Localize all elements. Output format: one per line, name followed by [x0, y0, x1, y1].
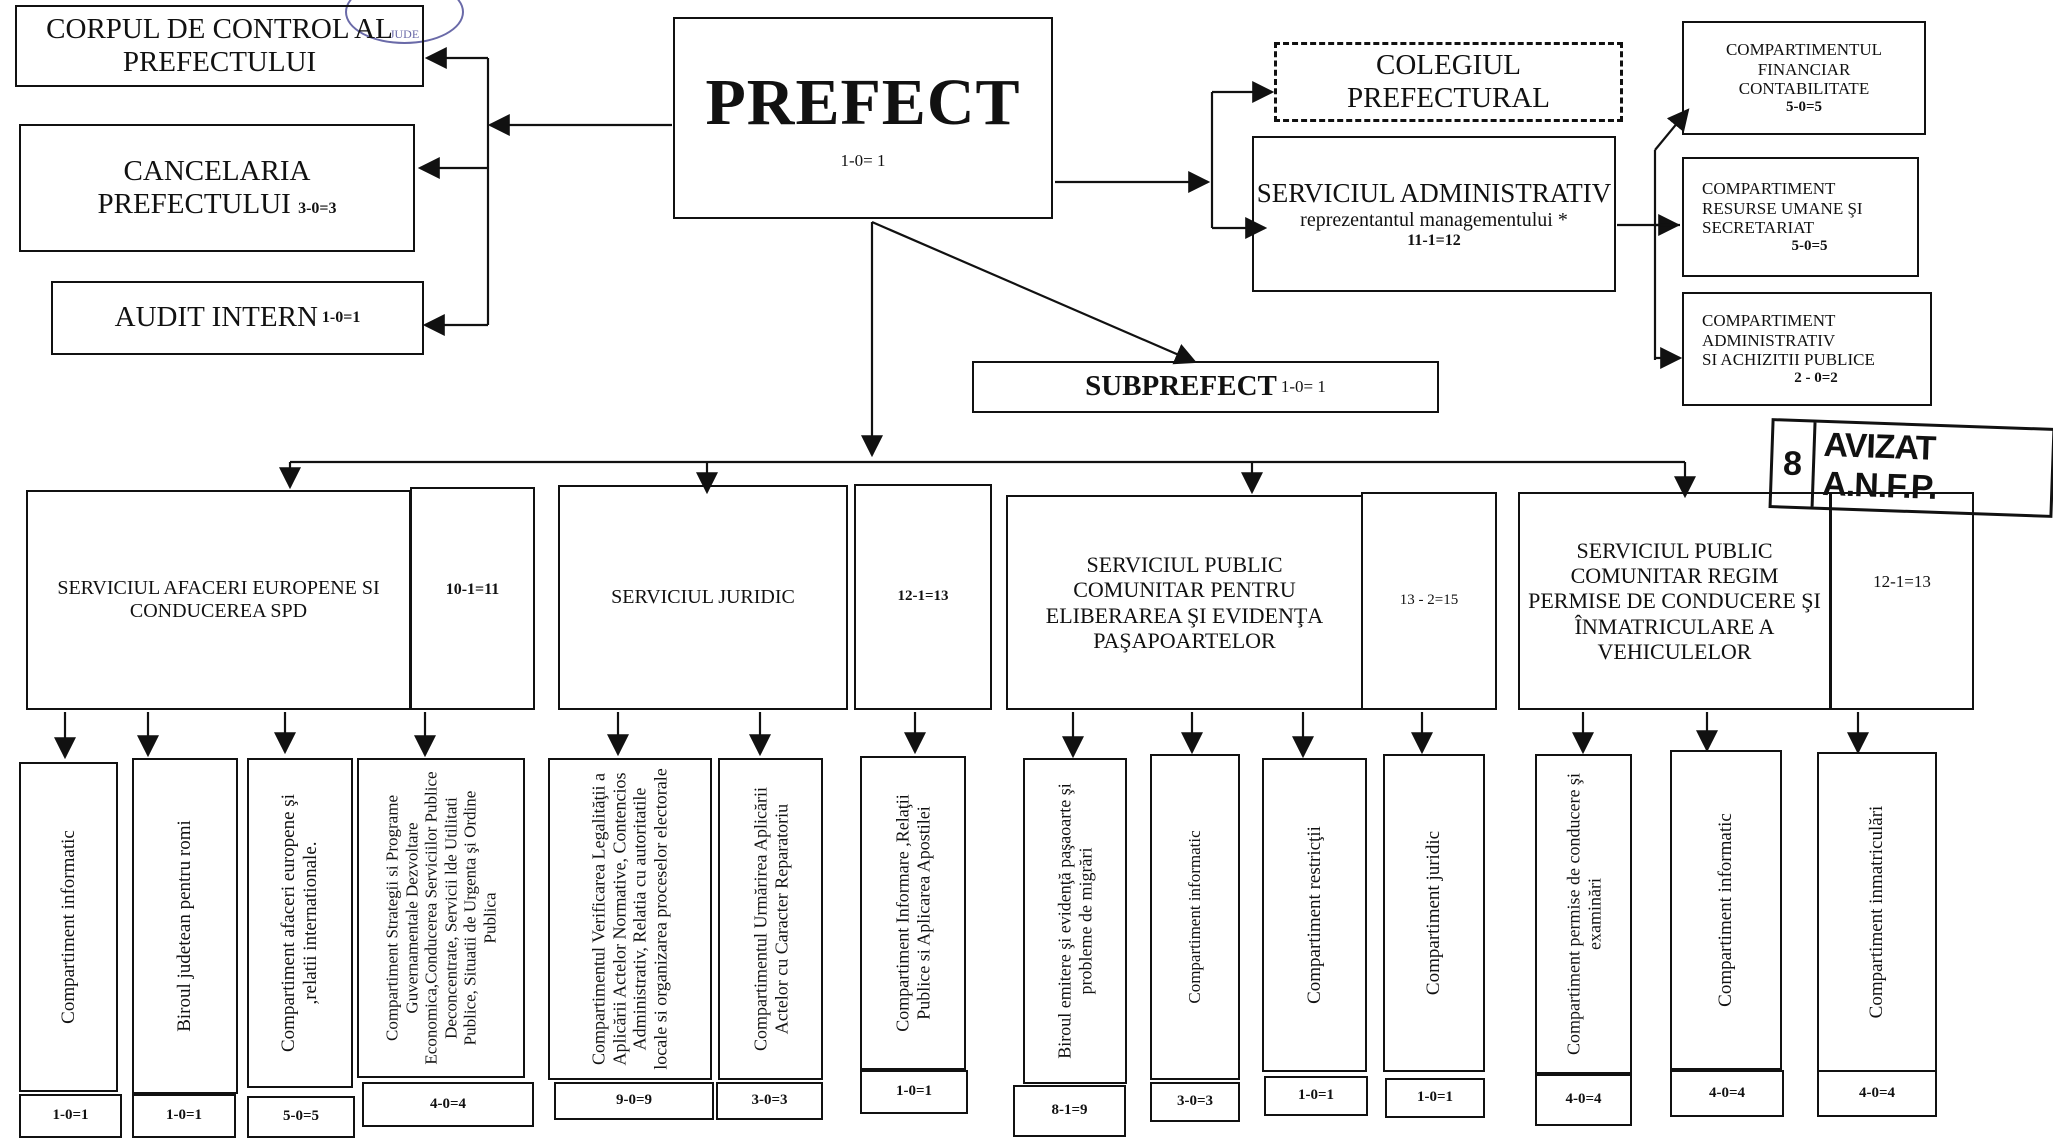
compartment-informatic-1: Compartiment informatic [19, 762, 118, 1092]
financiar-line1: COMPARTIMENTUL [1725, 40, 1883, 60]
compartment-informatic-3-count-box: 4-0=4 [1670, 1070, 1784, 1117]
compartment-informatic-1-count-box: 1-0=1 [19, 1094, 122, 1138]
colegiul-line2: PREFECTURAL [1346, 82, 1551, 114]
compartment-permise: Compartiment permise de conducere şi exa… [1535, 754, 1632, 1074]
prefect-title: PREFECT [705, 66, 1021, 140]
compartment-verificarea-legalitatii-count-box: 9-0=9 [554, 1082, 714, 1120]
compartment-informatic-3: Compartiment informatic [1670, 750, 1782, 1070]
financiar-count: 5-0=5 [1785, 98, 1823, 115]
compartment-informatic-2-count-box: 3-0=3 [1150, 1082, 1240, 1122]
service-pasapoarte-box: SERVICIUL PUBLIC COMUNITAR PENTRU ELIBER… [1006, 495, 1363, 710]
serviciul-administrativ-box: SERVICIUL ADMINISTRATIV reprezentantul m… [1252, 136, 1616, 292]
compartment-afaceri-europene-count-box: 5-0=5 [247, 1096, 355, 1138]
serviciul-admin-line1: SERVICIUL ADMINISTRATIV [1256, 177, 1612, 208]
compartment-biroul-emitere: Biroul emitere şi evidenţă paşaoarte şi … [1023, 758, 1127, 1084]
compartment-afaceri-europene: Compartiment afaceri europene şi ,relati… [247, 758, 353, 1088]
compartment-restrictii-count-box: 1-0=1 [1264, 1076, 1368, 1116]
achizitii-line1: COMPARTIMENT [1702, 311, 1836, 331]
service-afaceri-europene-count-box: 10-1=11 [410, 487, 535, 710]
prefect-count: 1-0= 1 [840, 151, 886, 171]
compartiment-resurse-umane-box: COMPARTIMENT RESURSE UMANE ŞI SECRETARIA… [1682, 157, 1919, 277]
resurse-line1: COMPARTIMENT [1702, 179, 1836, 199]
compartment-informatic-2: Compartiment informatic [1150, 754, 1240, 1080]
resurse-line2: RESURSE UMANE ŞI [1702, 198, 1863, 218]
cancelaria-line2: PREFECTULUI [97, 188, 291, 220]
compartment-juridic: Compartiment juridic [1383, 754, 1485, 1072]
service-permise-count: 12-1=13 [1873, 572, 1931, 591]
corpul-line1: CORPUL DE CONTROL AL [46, 12, 393, 45]
achizitii-count: 2 - 0=2 [1794, 369, 1838, 386]
corpul-control-box: CORPUL DE CONTROL AL PREFECTULUI [15, 5, 424, 87]
serviciul-admin-line2: reprezentantul managementului * [1300, 208, 1568, 231]
compartment-inmatriculari: Compartiment inmatriculări [1817, 752, 1937, 1072]
service-juridic-box: SERVICIUL JURIDIC [558, 485, 848, 710]
compartment-verificarea-legalitatii: Compartimentul Verificarea Legalităţii a… [548, 758, 712, 1080]
audit-count: 1-0=1 [321, 309, 361, 326]
compartment-inmatriculari-count-box: 4-0=4 [1817, 1070, 1937, 1117]
compartment-restrictii: Compartiment restricţii [1262, 758, 1367, 1072]
compartment-biroul-romi-count-box: 1-0=1 [132, 1094, 236, 1138]
compartment-biroul-romi: Biroul judetean pentru romi [132, 758, 238, 1094]
cancelaria-count: 3-0=3 [298, 200, 337, 217]
service-afaceri-europene-box: SERVICIUL AFACERI EUROPENE SI CONDUCEREA… [26, 490, 411, 710]
financiar-line3: CONTABILITATE [1738, 79, 1870, 99]
compartiment-achizitii-box: COMPARTIMENT ADMINISTRATIV SI ACHIZITII … [1682, 292, 1932, 406]
subprefect-count: 1-0= 1 [1280, 377, 1326, 397]
subprefect-box: SUBPREFECT 1-0= 1 [972, 361, 1439, 413]
service-permise-box: SERVICIUL PUBLIC COMUNITAR REGIM PERMISE… [1518, 492, 1831, 710]
service-permise-name: SERVICIUL PUBLIC COMUNITAR REGIM PERMISE… [1528, 537, 1821, 664]
service-juridic-count: 12-1=13 [897, 588, 949, 605]
service-juridic-count-box: 12-1=13 [854, 484, 992, 710]
compartment-informare: Compartiment Informare ,Relaţii Publice … [860, 756, 966, 1070]
compartiment-financiar-box: COMPARTIMENTUL FINANCIAR CONTABILITATE 5… [1682, 21, 1926, 135]
service-afaceri-europene-name: SERVICIUL AFACERI EUROPENE SI CONDUCEREA… [57, 577, 380, 622]
subprefect-title: SUBPREFECT [1085, 370, 1277, 403]
service-pasapoarte-count: 13 - 2=15 [1399, 592, 1459, 609]
compartment-juridic-count-box: 1-0=1 [1385, 1078, 1485, 1118]
compartment-informare-count-box: 1-0=1 [860, 1070, 968, 1114]
service-afaceri-europene-count: 10-1=11 [445, 581, 500, 598]
service-permise-count-box: 12-1=13 [1830, 492, 1974, 710]
service-pasapoarte-name: SERVICIUL PUBLIC COMUNITAR PENTRU ELIBER… [1045, 551, 1324, 653]
financiar-line2: FINANCIAR [1757, 59, 1851, 79]
resurse-count: 5-0=5 [1791, 237, 1828, 254]
service-juridic-name: SERVICIUL JURIDIC [611, 586, 795, 608]
prefect-box: PREFECT 1-0= 1 [673, 17, 1053, 219]
cancelaria-line1: CANCELARIA [123, 154, 311, 187]
compartment-biroul-emitere-count-box: 8-1=9 [1013, 1085, 1126, 1137]
colegiul-box: COLEGIUL PREFECTURAL [1274, 42, 1623, 122]
cancelaria-box: CANCELARIA PREFECTULUI 3-0=3 [19, 124, 415, 252]
compartment-urmarirea: Compartimentul Urmărirea Aplicării Actel… [718, 758, 823, 1080]
audit-label: AUDIT INTERN [114, 301, 318, 334]
serviciul-admin-count: 11-1=12 [1407, 231, 1461, 249]
compartment-strategii: Compartiment Strategii si Programe Guver… [357, 758, 525, 1078]
compartment-strategii-count-box: 4-0=4 [362, 1082, 534, 1127]
compartment-permise-count-box: 4-0=4 [1535, 1074, 1632, 1126]
achizitii-line3: SI ACHIZITII PUBLICE [1702, 350, 1875, 370]
corpul-line2: PREFECTULUI [122, 46, 317, 78]
colegiul-line1: COLEGIUL [1376, 48, 1521, 81]
audit-box: AUDIT INTERN 1-0=1 [51, 281, 424, 355]
service-pasapoarte-count-box: 13 - 2=15 [1361, 492, 1497, 710]
achizitii-line2: ADMINISTRATIV [1702, 330, 1836, 350]
resurse-line3: SECRETARIAT [1702, 218, 1814, 238]
compartment-urmarirea-count-box: 3-0=3 [716, 1082, 823, 1120]
